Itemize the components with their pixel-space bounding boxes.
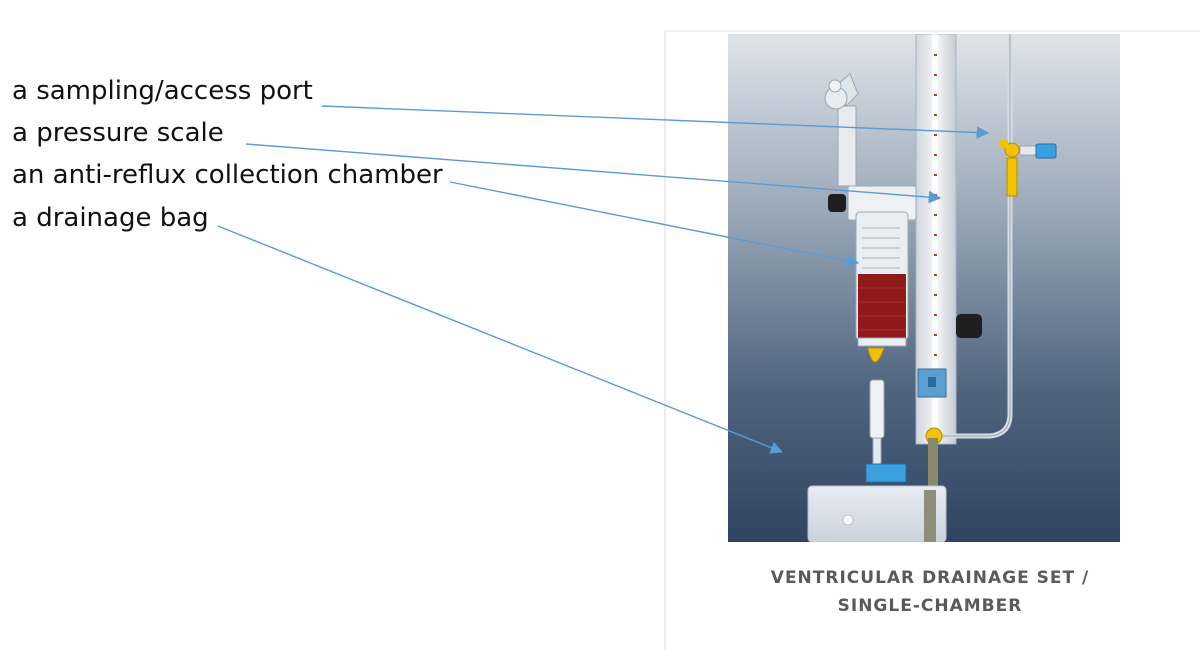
label-anti-reflux-chamber: an anti-reflux collection chamber: [12, 160, 443, 190]
caption-line-1: VENTRICULAR DRAINAGE SET /: [770, 568, 1090, 588]
blood-fill: [858, 274, 906, 338]
label-pressure-scale: a pressure scale: [12, 118, 224, 148]
caption-line-2: SINGLE-CHAMBER: [837, 596, 1023, 616]
drainage-set-photo: [728, 34, 1120, 542]
drainage-bag: [807, 485, 947, 542]
label-sampling-access-port: a sampling/access port: [12, 76, 313, 106]
chamber-graduations: [862, 227, 900, 269]
label-drainage-bag: a drainage bag: [12, 203, 209, 233]
